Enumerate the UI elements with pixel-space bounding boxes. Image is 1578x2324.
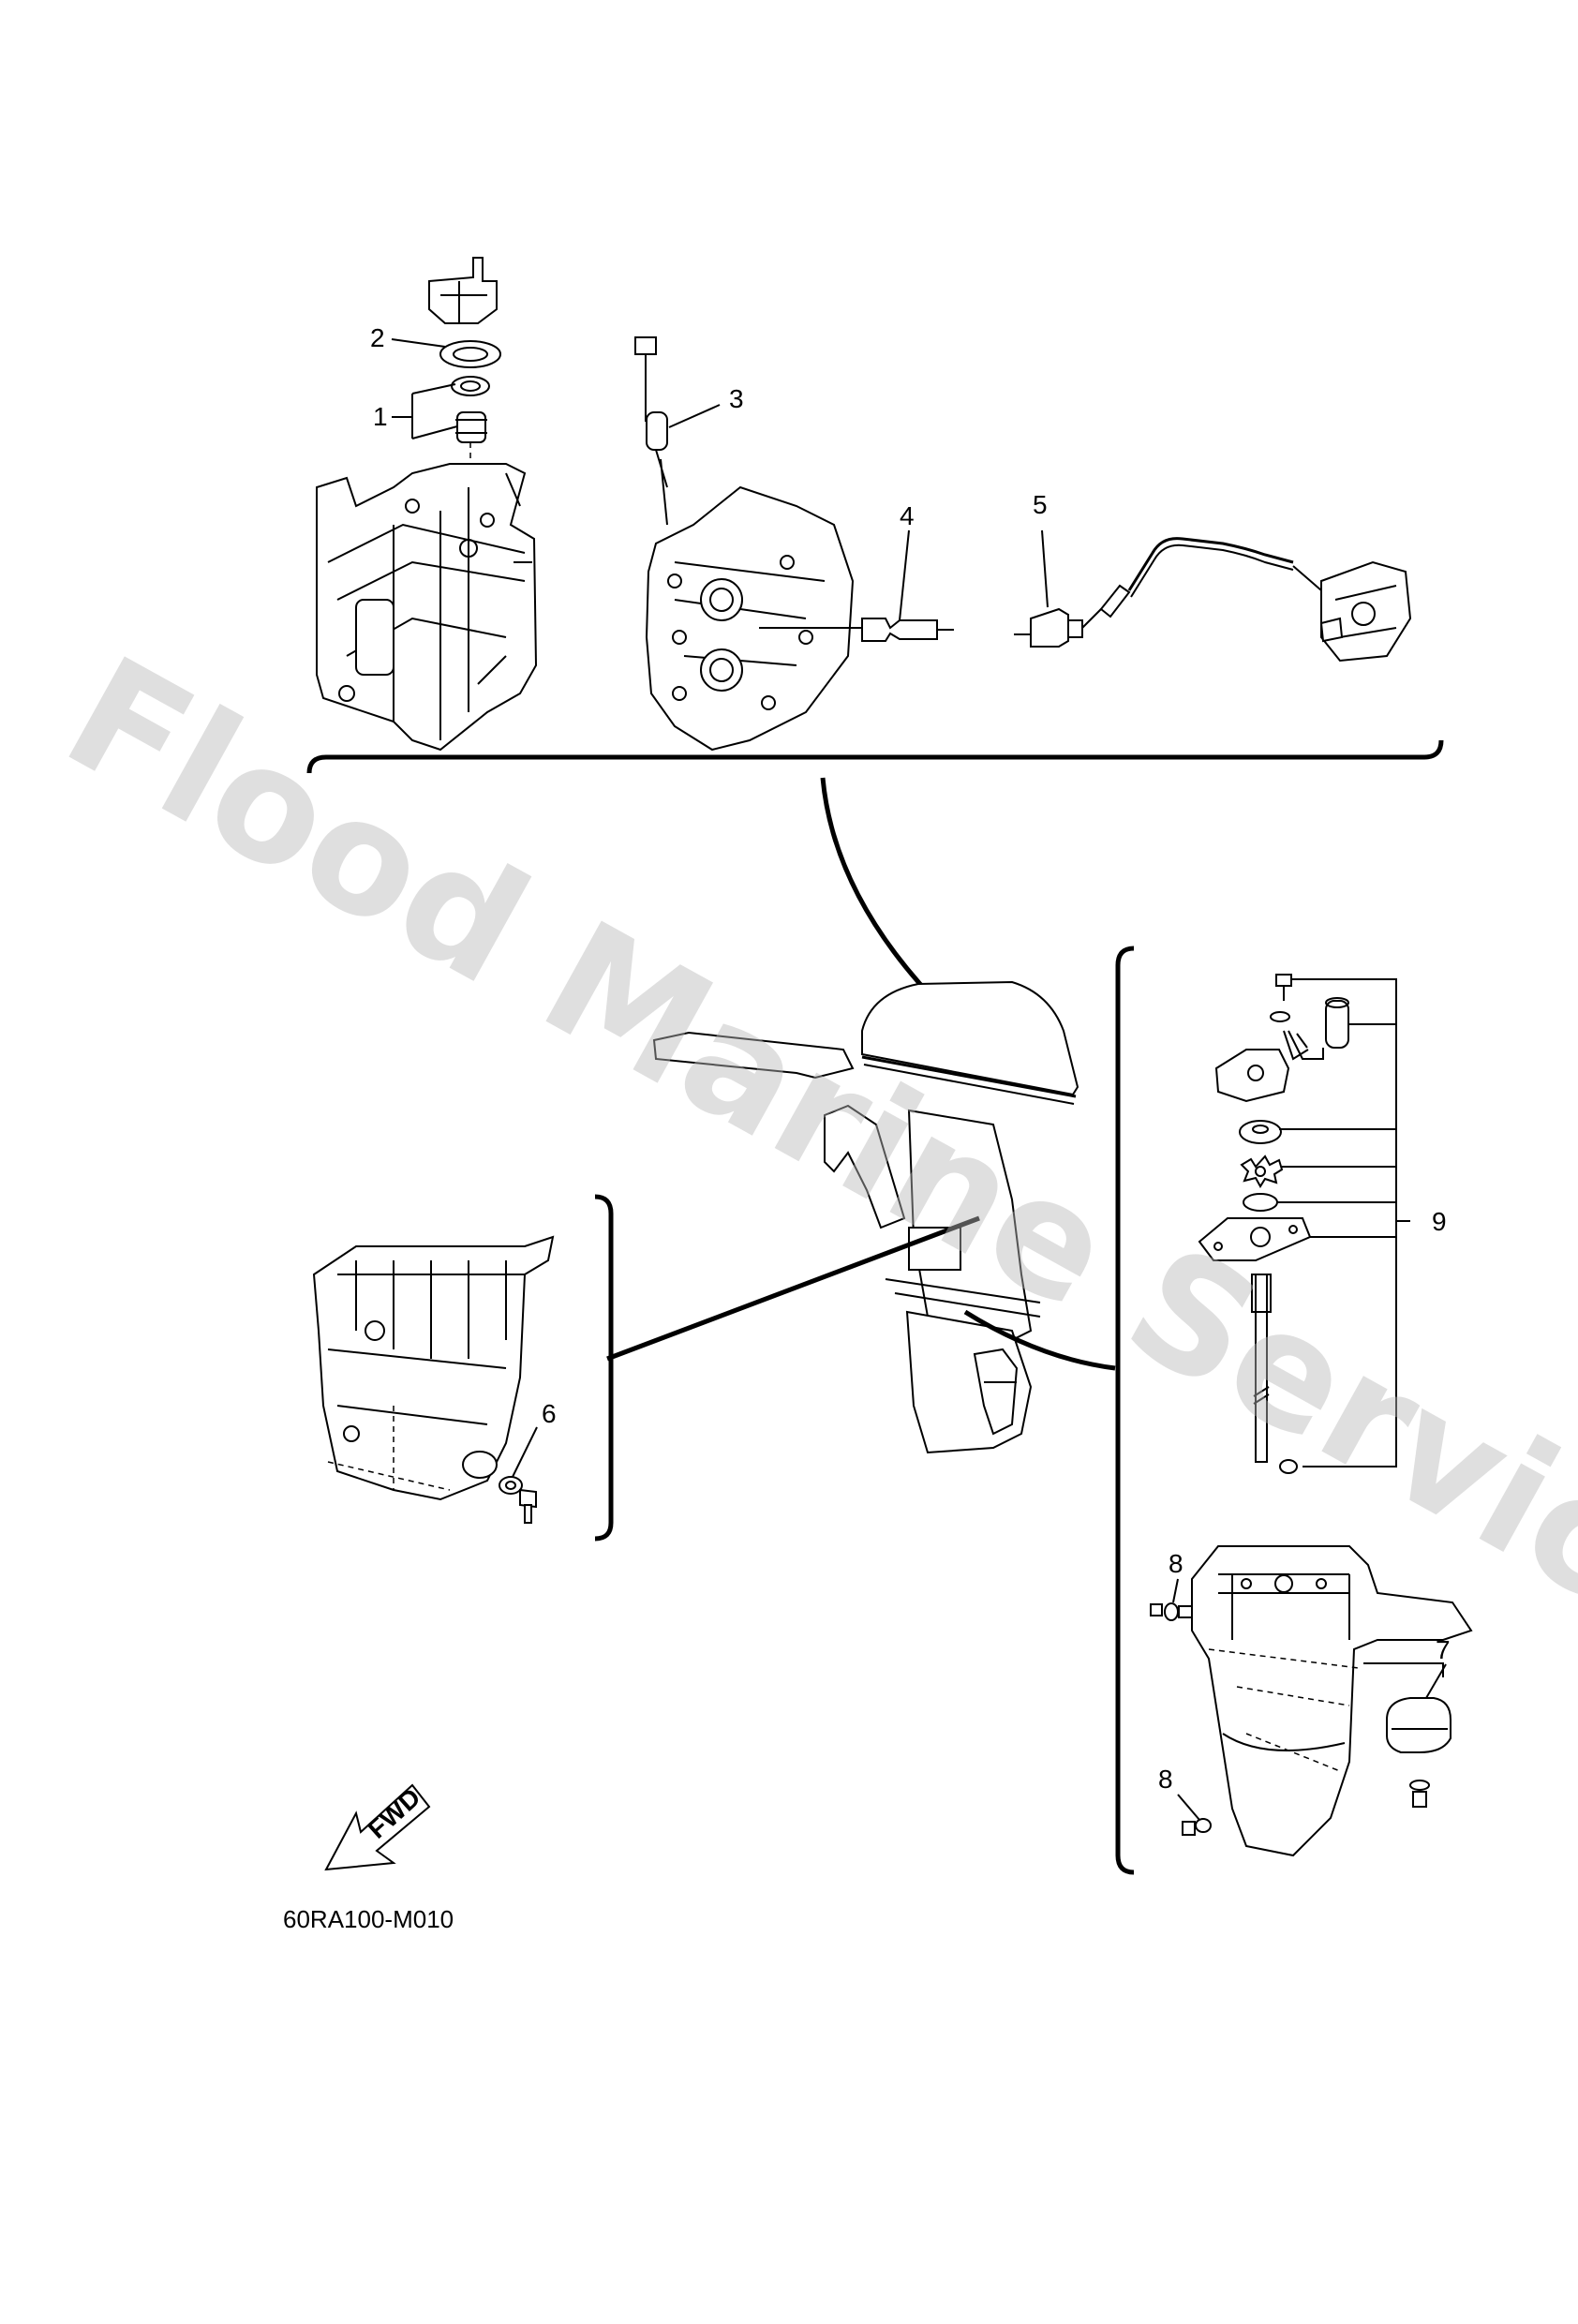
cylinder-head-illustration xyxy=(634,336,954,752)
callout-5: 5 xyxy=(1033,490,1048,519)
diagram-code: 60RA100-M010 xyxy=(283,1905,454,1933)
gearcase-illustration xyxy=(1150,1545,1473,1857)
callout-4: 4 xyxy=(900,501,915,530)
water-pump-illustration xyxy=(1198,974,1410,1474)
cylinder-block-illustration xyxy=(316,257,538,752)
callout-1: 1 xyxy=(373,402,388,431)
fuel-system-illustration xyxy=(1014,537,1412,663)
callout-8-upper: 8 xyxy=(1169,1549,1184,1578)
callout-7: 7 xyxy=(1436,1635,1451,1664)
outboard-motor-illustration xyxy=(652,980,1079,1454)
connector-lines xyxy=(606,1215,1116,1371)
crankcase-illustration xyxy=(312,1235,555,1524)
callout-9: 9 xyxy=(1432,1207,1447,1236)
callout-6: 6 xyxy=(542,1399,557,1428)
fwd-arrow: FWD xyxy=(324,1782,431,1871)
callout-numbers: 2 1 3 4 5 6 7 8 8 9 xyxy=(370,323,1451,1794)
callout-8-lower: 8 xyxy=(1158,1765,1173,1794)
left-group-bracket xyxy=(594,1194,614,1542)
callout-leaders xyxy=(391,338,1447,1821)
top-group-bracket xyxy=(306,739,1444,1014)
callout-2: 2 xyxy=(370,323,385,352)
callout-3: 3 xyxy=(729,384,744,413)
right-group-bracket xyxy=(1115,946,1135,1875)
